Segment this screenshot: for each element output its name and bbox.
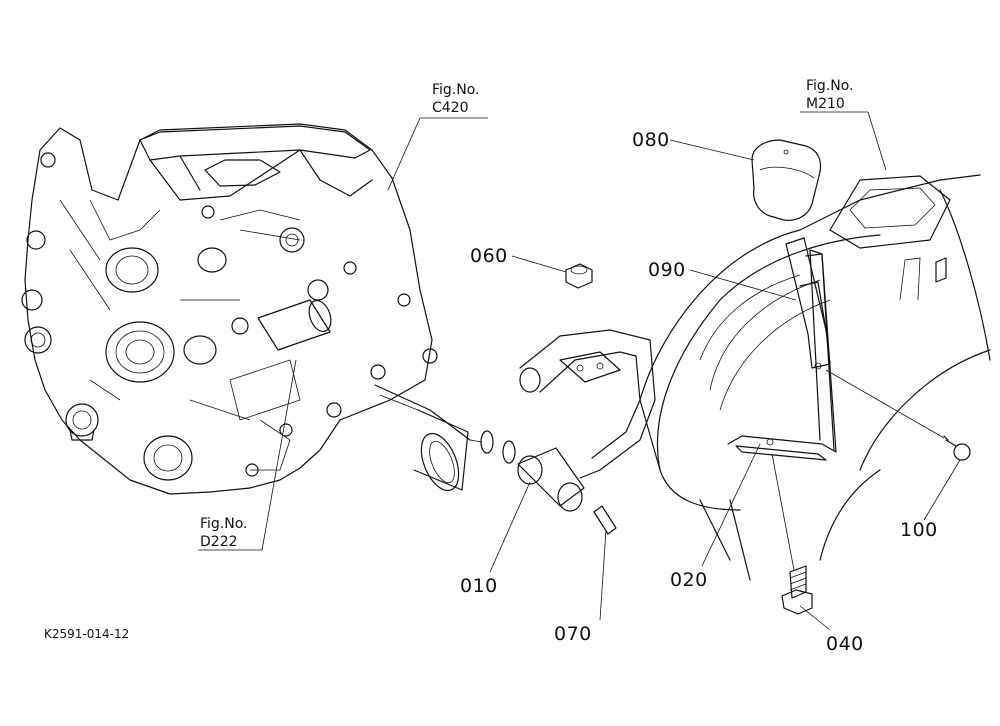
fig-ref-m210-number: M210 — [806, 96, 845, 112]
fig-ref-c420-number: C420 — [432, 100, 469, 116]
drawing-code: K2591-014-12 — [44, 627, 129, 641]
lever-010 — [517, 329, 656, 512]
part-label-080: 080 — [632, 129, 670, 151]
leader-lines — [198, 111, 961, 631]
part-label-090: 090 — [648, 259, 686, 281]
fender — [639, 174, 991, 581]
lever-090 — [785, 237, 831, 369]
knob-080 — [751, 139, 822, 221]
part-label-100: 100 — [900, 519, 938, 541]
part-label-010: 010 — [460, 575, 498, 597]
fig-ref-d222-number: D222 — [200, 534, 238, 550]
transmission-case — [21, 123, 471, 495]
part-label-070: 070 — [554, 623, 592, 645]
screw-100 — [943, 435, 971, 461]
part-label-020: 020 — [670, 569, 708, 591]
nut-060 — [565, 263, 593, 289]
part-label-060: 060 — [470, 245, 508, 267]
pin-070 — [593, 505, 617, 535]
shaft-and-o-rings — [379, 394, 516, 492]
fig-ref-m210-title: Fig.No. — [806, 78, 854, 94]
bracket-020 — [727, 249, 837, 461]
fig-ref-d222-title: Fig.No. — [200, 516, 248, 532]
fig-ref-c420-title: Fig.No. — [432, 82, 480, 98]
bolt-040 — [781, 565, 813, 615]
part-label-040: 040 — [826, 633, 864, 655]
